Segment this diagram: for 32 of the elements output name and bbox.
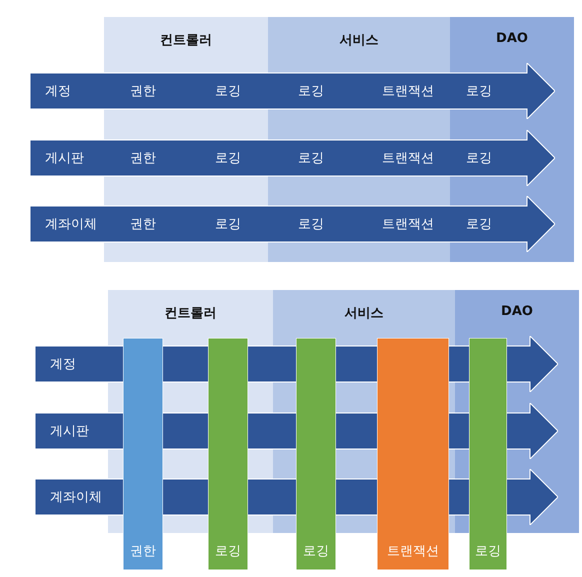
step-label: 로깅: [215, 150, 241, 167]
layer-heading: DAO: [495, 31, 529, 46]
step-label: 권한: [130, 150, 156, 167]
bar-label: 권한: [129, 543, 157, 560]
layer-heading: 컨트롤러: [164, 305, 218, 322]
step-label: 로깅: [215, 216, 241, 233]
row-label: 계좌이체: [45, 216, 97, 233]
step-label: 로깅: [298, 83, 324, 100]
step-label: 로깅: [466, 150, 492, 167]
step-label: 로깅: [298, 216, 324, 233]
bar-label: 로깅: [302, 543, 330, 560]
step-label: 로깅: [215, 83, 241, 100]
step-label: 트랜잭션: [382, 216, 434, 233]
row-label: 계좌이체: [50, 489, 102, 506]
row-label: 계정: [45, 83, 71, 100]
step-label: 트랜잭션: [382, 150, 434, 167]
bar-label: 로깅: [214, 543, 242, 560]
step-label: 트랜잭션: [382, 83, 434, 100]
layer-heading: DAO: [500, 304, 534, 319]
step-label: 권한: [130, 83, 156, 100]
row-label: 게시판: [50, 423, 89, 440]
layer-heading: 컨트롤러: [159, 32, 213, 49]
step-label: 로깅: [466, 83, 492, 100]
bar-label: 로깅: [474, 543, 502, 560]
step-label: 권한: [130, 216, 156, 233]
bar-label: 트랜잭션: [386, 543, 440, 560]
row-label: 계정: [50, 356, 76, 373]
row-label: 게시판: [45, 150, 84, 167]
step-label: 로깅: [298, 150, 324, 167]
layer-heading: 서비스: [338, 32, 380, 49]
step-label: 로깅: [466, 216, 492, 233]
layer-heading: 서비스: [344, 305, 384, 322]
